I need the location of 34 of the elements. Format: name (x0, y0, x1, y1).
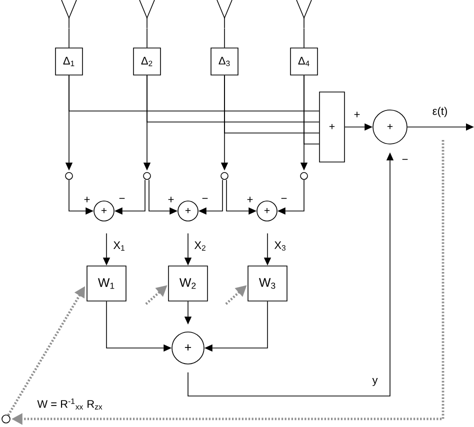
edge-label: X$_{3}$ (273, 240, 288, 252)
antenna-symbol (296, 0, 312, 28)
edge-label: X$_{1}$ (112, 240, 126, 252)
tap-circle (300, 172, 308, 180)
delay-box: Δ$_{4}$ (290, 48, 318, 76)
weight-box: W$_{3}$ (248, 266, 288, 302)
sign-label: + (354, 112, 360, 118)
connector-line (146, 28, 148, 48)
edge-label: ε(t) (431, 106, 449, 118)
antenna-symbol (216, 0, 232, 28)
delay-box: Δ$_{3}$ (210, 48, 238, 76)
sign-label: − (402, 158, 408, 160)
edge-label: y (371, 376, 379, 388)
tap-circle (220, 172, 228, 180)
sign-label: + (84, 196, 90, 202)
antenna-symbol (139, 0, 155, 28)
sign-label: + (168, 196, 174, 202)
tap-circle (143, 172, 151, 180)
antenna-symbol (61, 0, 77, 28)
connector-line (224, 28, 225, 48)
edge-label: W = R$^{-1}$$_{xx}$ R$_{zx}$ (36, 398, 104, 410)
weight-box: W$_{2}$ (168, 266, 208, 302)
adder-box: + (319, 92, 345, 162)
junction-circle (2, 414, 10, 424)
sign-label: − (281, 198, 287, 199)
delay-box: Δ$_{1}$ (55, 48, 83, 76)
weight-box: W$_{1}$ (86, 266, 126, 302)
sign-label: + (247, 196, 253, 202)
connector-line (68, 28, 70, 48)
edge-label: X$_{2}$ (193, 240, 208, 252)
tap-circle (65, 172, 73, 180)
sign-label: − (202, 198, 208, 199)
sign-label: − (119, 198, 125, 199)
delay-box: Δ$_{2}$ (133, 48, 161, 76)
